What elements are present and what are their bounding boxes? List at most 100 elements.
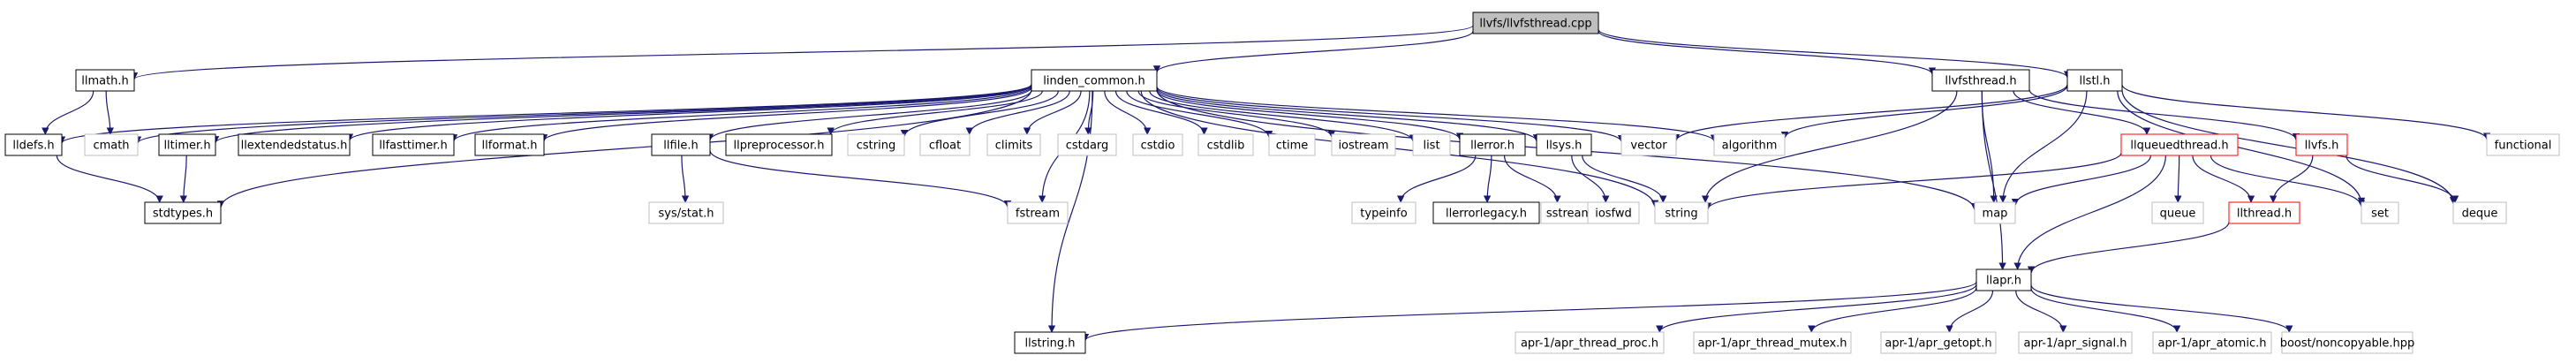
node-llstl[interactable]: llstl.h [2066, 69, 2123, 92]
edge-llapr-to-apr_atomic [2030, 288, 2181, 333]
edge-llstl-to-deque [2121, 89, 2458, 205]
node-box [1197, 133, 1254, 156]
node-set: set [2361, 201, 2399, 224]
edge-linden_common-to-llformat [540, 87, 1032, 142]
edge-linden_common-to-lltimer [212, 84, 1032, 144]
node-llthread[interactable]: llthread.h [2228, 201, 2300, 224]
node-box [84, 133, 139, 156]
node-box [1713, 133, 1786, 156]
node-box [1931, 69, 2030, 92]
node-llvfsthread_h[interactable]: llvfsthread.h [1931, 69, 2030, 92]
node-iosfwd: iosfwd [1587, 201, 1640, 224]
node-apr_signal: apr-1/apr_signal.h [2018, 331, 2133, 354]
edge-llvfsthread_h-to-string [1701, 90, 1958, 203]
edge-linden_common-to-string [1140, 90, 1659, 208]
node-label: stdtypes.h [153, 208, 213, 221]
node-queue: queue [2151, 201, 2204, 224]
node-box [1620, 133, 1677, 156]
edge-llvfsthread_h-to-map [1981, 90, 1998, 203]
node-linden_common[interactable]: linden_common.h [1031, 69, 1158, 92]
node-box [2066, 69, 2123, 92]
node-label: string [1665, 208, 1697, 221]
edge-llerror-to-llerrorlegacy [1483, 155, 1492, 203]
node-label: llfile.h [663, 140, 698, 153]
node-llsys[interactable]: llsys.h [1536, 133, 1592, 156]
node-string: string [1654, 201, 1709, 224]
node-box [1654, 201, 1709, 224]
node-label: llstring.h [1025, 337, 1076, 351]
node-label: llstl.h [2079, 75, 2110, 88]
node-label: fstream [1016, 208, 1060, 221]
node-llformat[interactable]: llformat.h [474, 133, 545, 156]
node-llpreprocessor[interactable]: llpreprocessor.h [725, 133, 833, 156]
node-box [1975, 268, 2032, 291]
node-box [1412, 133, 1451, 156]
edge-llapr-to-llstring [1082, 281, 1977, 342]
node-llmath[interactable]: llmath.h [75, 69, 135, 92]
edge-linden_common-to-cstring [900, 90, 1059, 138]
node-stdtypes[interactable]: stdtypes.h [144, 201, 222, 224]
node-label: linden_common.h [1043, 75, 1144, 88]
node-box [651, 133, 711, 156]
edge-linden_common-to-llfile [706, 89, 1032, 141]
node-llqueuedthread[interactable]: llqueuedthread.h [2120, 133, 2239, 156]
node-label: llfasttimer.h [379, 140, 448, 153]
node-map: map [1974, 201, 2016, 224]
node-label: lldefs.h [12, 140, 54, 153]
node-llfasttimer[interactable]: llfasttimer.h [372, 133, 455, 156]
node-box [4, 133, 63, 156]
edge-llvfsthread_h-to-llvfs [2028, 89, 2300, 141]
node-label: llpreprocessor.h [734, 140, 825, 153]
node-llerrorlegacy[interactable]: llerrorlegacy.h [1432, 201, 1540, 224]
node-llapr[interactable]: llapr.h [1975, 268, 2032, 291]
node-box [1587, 201, 1640, 224]
node-llvfs[interactable]: llvfs.h [2295, 133, 2348, 156]
node-lldefs[interactable]: lldefs.h [4, 133, 63, 156]
node-label: functional [2495, 140, 2552, 153]
edges-layer [42, 25, 2491, 342]
node-box [1880, 331, 1997, 354]
node-root[interactable]: llvfs/llvfsthread.cpp [1472, 11, 1599, 34]
node-label: llextendedstatus.h [241, 140, 348, 153]
edge-linden_common-to-lldefs [58, 83, 1032, 144]
node-llfile[interactable]: llfile.h [651, 133, 711, 156]
edge-linden_common-to-cstdio [1104, 90, 1152, 135]
node-llstring[interactable]: llstring.h [1014, 331, 1086, 354]
edge-llqueuedthread-to-llapr [2013, 155, 2166, 270]
node-box [1693, 331, 1852, 354]
node-box [1459, 133, 1526, 156]
node-lltimer[interactable]: lltimer.h [158, 133, 216, 156]
node-llextendedstatus[interactable]: llextendedstatus.h [238, 133, 351, 156]
node-box [2452, 201, 2507, 224]
edge-llapr-to-noncopyable [2030, 284, 2293, 333]
node-deque: deque [2452, 201, 2507, 224]
node-label: cstdlib [1207, 140, 1245, 153]
edge-root-to-llmath [131, 25, 1474, 80]
edge-llmath-to-cmath [105, 90, 115, 135]
edge-llmath-to-lldefs [42, 90, 94, 135]
edge-linden_common-to-cstdlib [1114, 90, 1208, 135]
node-llerror[interactable]: llerror.h [1459, 133, 1526, 156]
edge-llvfsthread_h-to-llqueuedthread [2013, 90, 2151, 135]
node-box [2228, 201, 2300, 224]
node-box [986, 133, 1041, 156]
node-label: apr-1/apr_thread_mutex.h [1697, 337, 1847, 351]
edge-linden_common-to-algorithm [1156, 86, 1719, 142]
node-box [2018, 331, 2133, 354]
node-label: queue [2160, 208, 2196, 221]
edge-linden_common-to-climits [1023, 90, 1082, 135]
node-label: llmath.h [81, 75, 129, 88]
node-iostream: iostream [1331, 133, 1396, 156]
node-algorithm: algorithm [1713, 133, 1786, 156]
node-box [238, 133, 351, 156]
node-label: llthread.h [2237, 208, 2292, 221]
node-label: set [2371, 208, 2389, 221]
node-box [1132, 133, 1183, 156]
node-apr_atomic: apr-1/apr_atomic.h [2152, 331, 2272, 354]
nodes-layer: llvfs/llvfsthread.cpp llmath.h linden_comm… [4, 11, 2560, 354]
node-apr_getopt: apr-1/apr_getopt.h [1880, 331, 1997, 354]
node-label: map [1983, 208, 2008, 221]
node-cstdio: cstdio [1132, 133, 1183, 156]
node-box [1515, 331, 1665, 354]
edge-llqueuedthread-to-map [2011, 155, 2152, 207]
